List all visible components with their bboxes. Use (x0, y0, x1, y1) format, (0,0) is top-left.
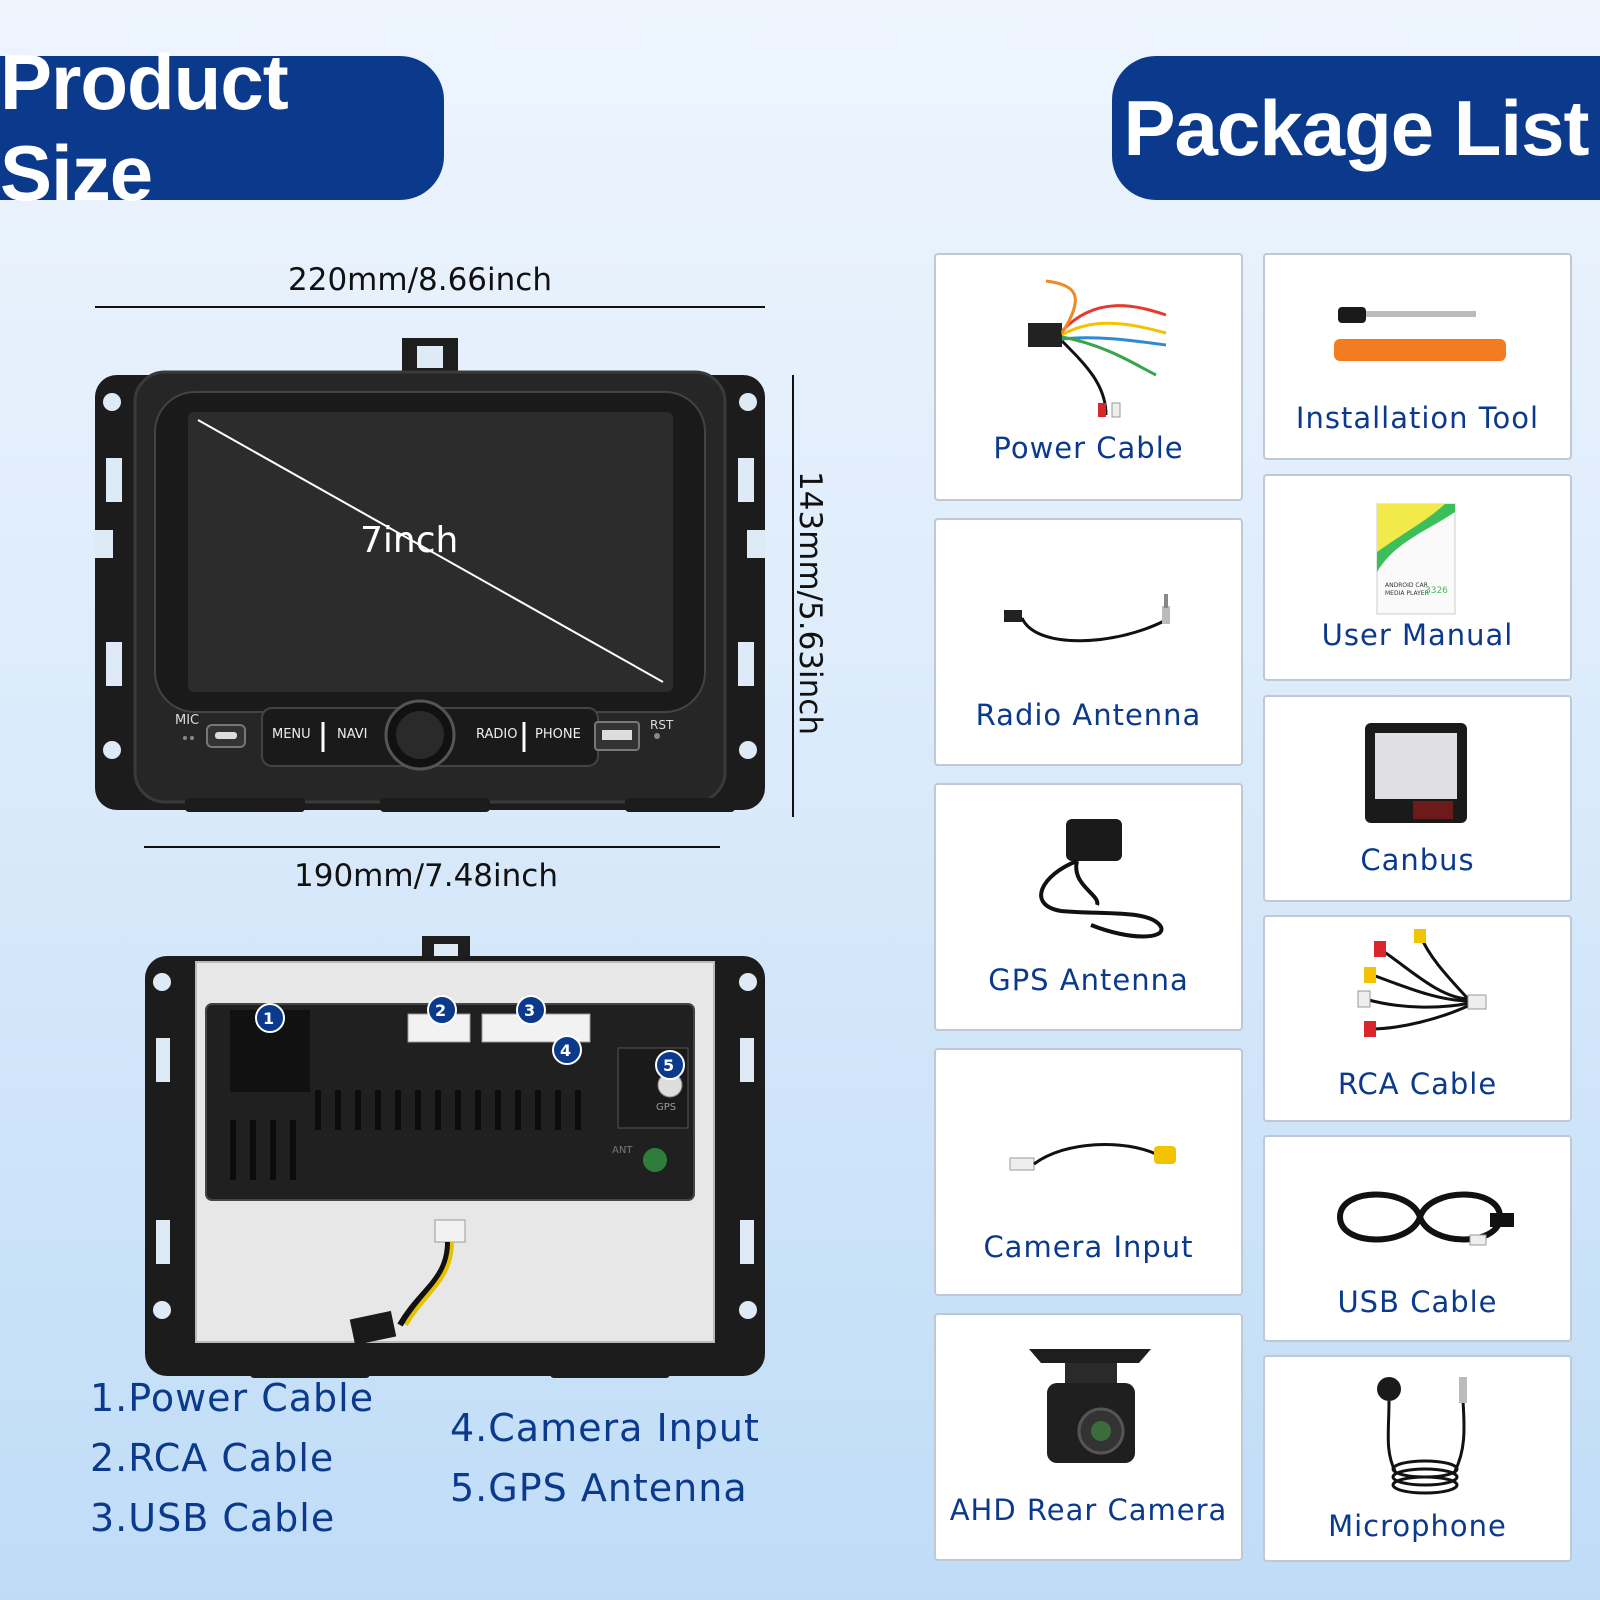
manual-text-2: MEDIA PLAYER (1385, 590, 1429, 597)
product-size-title: Product Size (0, 38, 289, 217)
width-bottom-line (144, 846, 720, 848)
ant-port-label: ANT (612, 1145, 633, 1156)
package-item-label: USB Cable (1337, 1285, 1498, 1319)
package-item-label: Canbus (1360, 843, 1475, 877)
usb-cable-icon (1337, 1191, 1514, 1246)
user-manual-icon (1376, 503, 1456, 615)
manual-text-3: 3326 (1425, 586, 1448, 596)
package-item-power-cable: Power Cable (934, 253, 1243, 501)
mic-label: MIC (175, 713, 200, 728)
package-item-microphone: Microphone (1263, 1355, 1572, 1562)
width-top-label: 220mm/8.66inch (288, 262, 552, 298)
package-item-rca-cable: RCA Cable (1263, 915, 1572, 1122)
microphone-icon (1377, 1377, 1467, 1495)
navi-button-label: NAVI (337, 727, 368, 742)
legend-item-3: 3.USB Cable (90, 1496, 336, 1540)
port-badge-2: 2 (435, 1001, 447, 1020)
package-item-label: RCA Cable (1337, 1067, 1498, 1101)
package-item-gps-antenna: GPS Antenna (934, 783, 1243, 1031)
port-badge-3: 3 (524, 1001, 536, 1020)
package-item-label: AHD Rear Camera (949, 1493, 1228, 1527)
legend-item-5: 5.GPS Antenna (450, 1466, 748, 1510)
package-item-canbus: Canbus (1263, 695, 1572, 902)
gps-antenna-icon (1039, 819, 1164, 939)
manual-text-1: ANDROID CAR (1385, 582, 1428, 589)
legend-item-2: 2.RCA Cable (90, 1436, 335, 1480)
ahd-rear-camera-icon (1029, 1349, 1151, 1463)
package-item-label: Power Cable (993, 431, 1184, 465)
package-item-user-manual: ANDROID CAR MEDIA PLAYER 3326 User Manua… (1263, 474, 1572, 681)
legend-item-1: 1.Power Cable (90, 1376, 375, 1420)
gps-port-label: GPS (656, 1102, 677, 1113)
head-unit-front: 7inch MIC RST MENU NAVI RADIO PHONE (80, 330, 780, 820)
screen-size-label: 7inch (360, 520, 459, 561)
rst-label: RST (650, 718, 674, 732)
height-line (792, 375, 794, 817)
package-item-label: GPS Antenna (988, 963, 1189, 997)
camera-input-icon (1009, 1143, 1176, 1171)
product-size-banner: Product Size (0, 38, 444, 217)
package-item-radio-antenna: Radio Antenna (934, 518, 1243, 766)
width-top-line (95, 306, 765, 308)
package-item-label: User Manual (1321, 618, 1514, 652)
width-bottom-label: 190mm/7.48inch (294, 858, 558, 894)
head-unit-back-drawing (145, 936, 765, 1378)
package-item-label: Microphone (1328, 1509, 1507, 1543)
head-unit-front-drawing (95, 338, 765, 812)
legend-item-4: 4.Camera Input (450, 1406, 760, 1450)
phone-button-label: PHONE (535, 727, 581, 742)
port-badge-4: 4 (560, 1041, 572, 1060)
radio-antenna-icon (1004, 594, 1170, 643)
menu-button-label: MENU (272, 727, 311, 742)
package-item-camera-input: Camera Input (934, 1048, 1243, 1296)
package-item-label: Radio Antenna (975, 698, 1202, 732)
port-badge-5: 5 (663, 1056, 675, 1075)
rca-cable-icon (1357, 929, 1487, 1037)
package-item-installation-tool: Installation Tool (1263, 253, 1572, 460)
power-cable-icon (1028, 279, 1167, 418)
package-list-title: Package List (1123, 83, 1590, 172)
package-item-ahd-rear-camera: AHD Rear Camera (934, 1313, 1243, 1561)
head-unit-back: 1 2 3 4 5 GPS ANT (130, 930, 780, 1380)
installation-tool-icon (1334, 307, 1506, 361)
package-list-banner: Package List (1112, 56, 1600, 200)
canbus-icon (1365, 723, 1467, 823)
package-item-usb-cable: USB Cable (1263, 1135, 1572, 1342)
radio-button-label: RADIO (476, 727, 518, 742)
height-label: 143mm/5.63inch (792, 471, 828, 735)
port-badge-1: 1 (263, 1009, 275, 1028)
package-item-label: Installation Tool (1295, 401, 1540, 435)
package-item-label: Camera Input (983, 1230, 1194, 1264)
